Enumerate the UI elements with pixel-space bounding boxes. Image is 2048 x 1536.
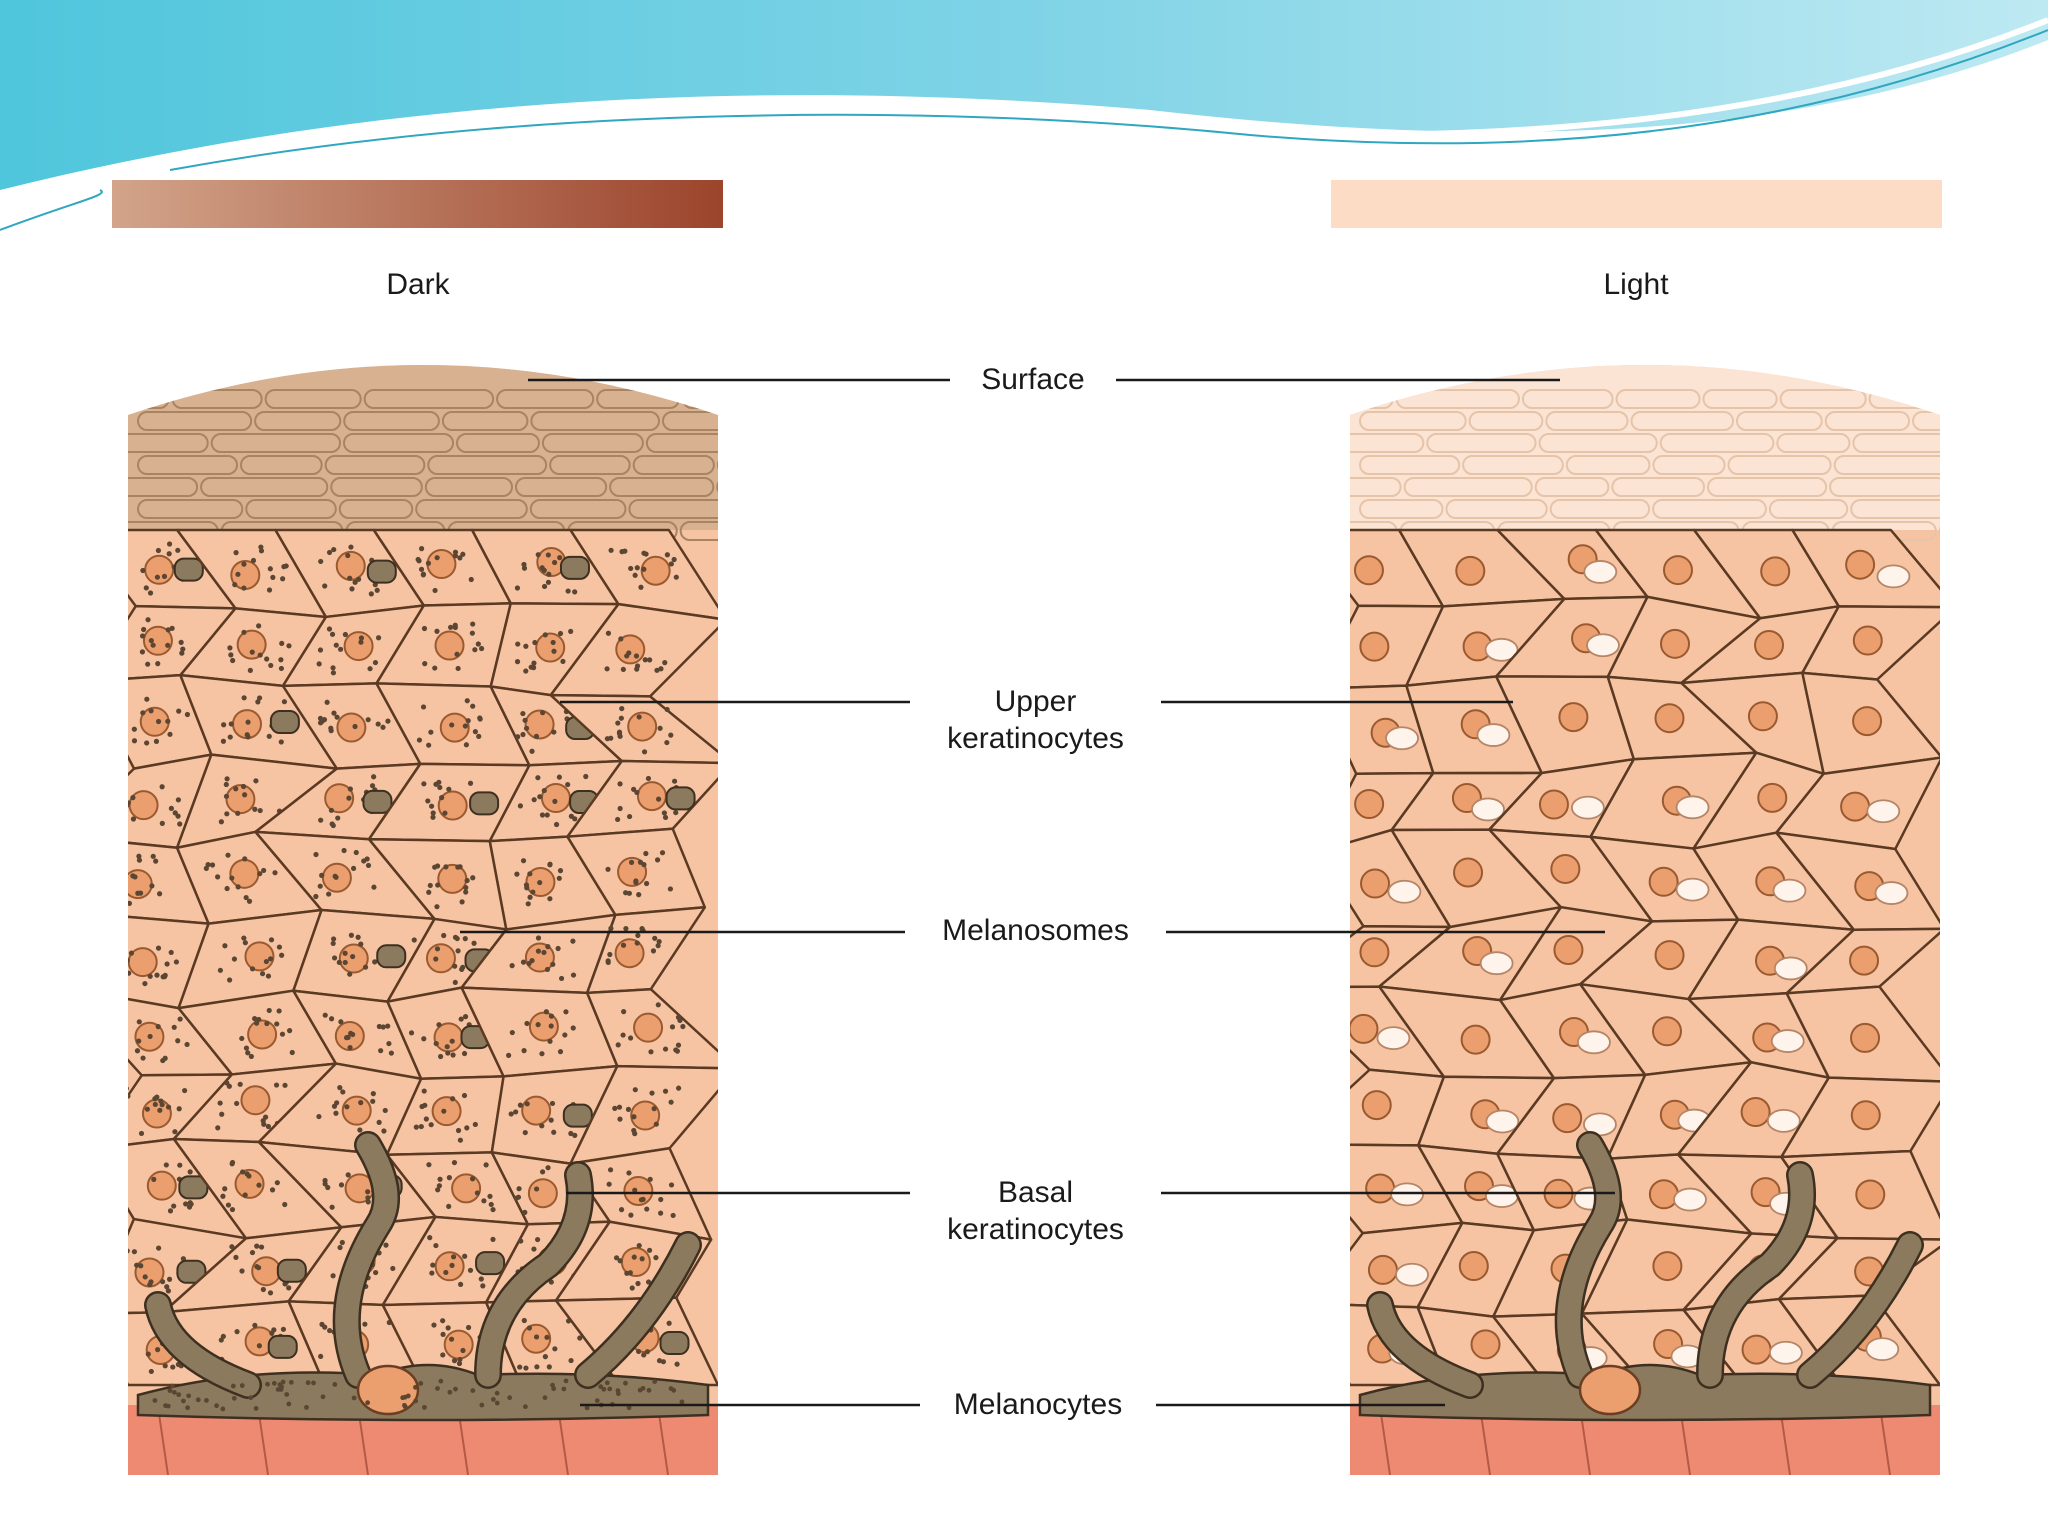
header-wave [0,0,2048,231]
dark-skin-section [128,365,718,1475]
light-skin-swatch [1331,180,1942,228]
label-melanocytes: Melanocytes [920,1386,1156,1423]
label-upper-keratinocytes: Upper keratinocytes [910,683,1161,757]
label-surface: Surface [950,361,1116,398]
light-column-title: Light [1603,268,1669,301]
label-melanosomes: Melanosomes [905,912,1166,949]
light-skin-section [1350,365,1940,1475]
dark-skin-swatch [112,180,723,228]
label-basal-keratinocytes: Basal keratinocytes [910,1174,1161,1248]
dark-column-title: Dark [386,268,450,301]
